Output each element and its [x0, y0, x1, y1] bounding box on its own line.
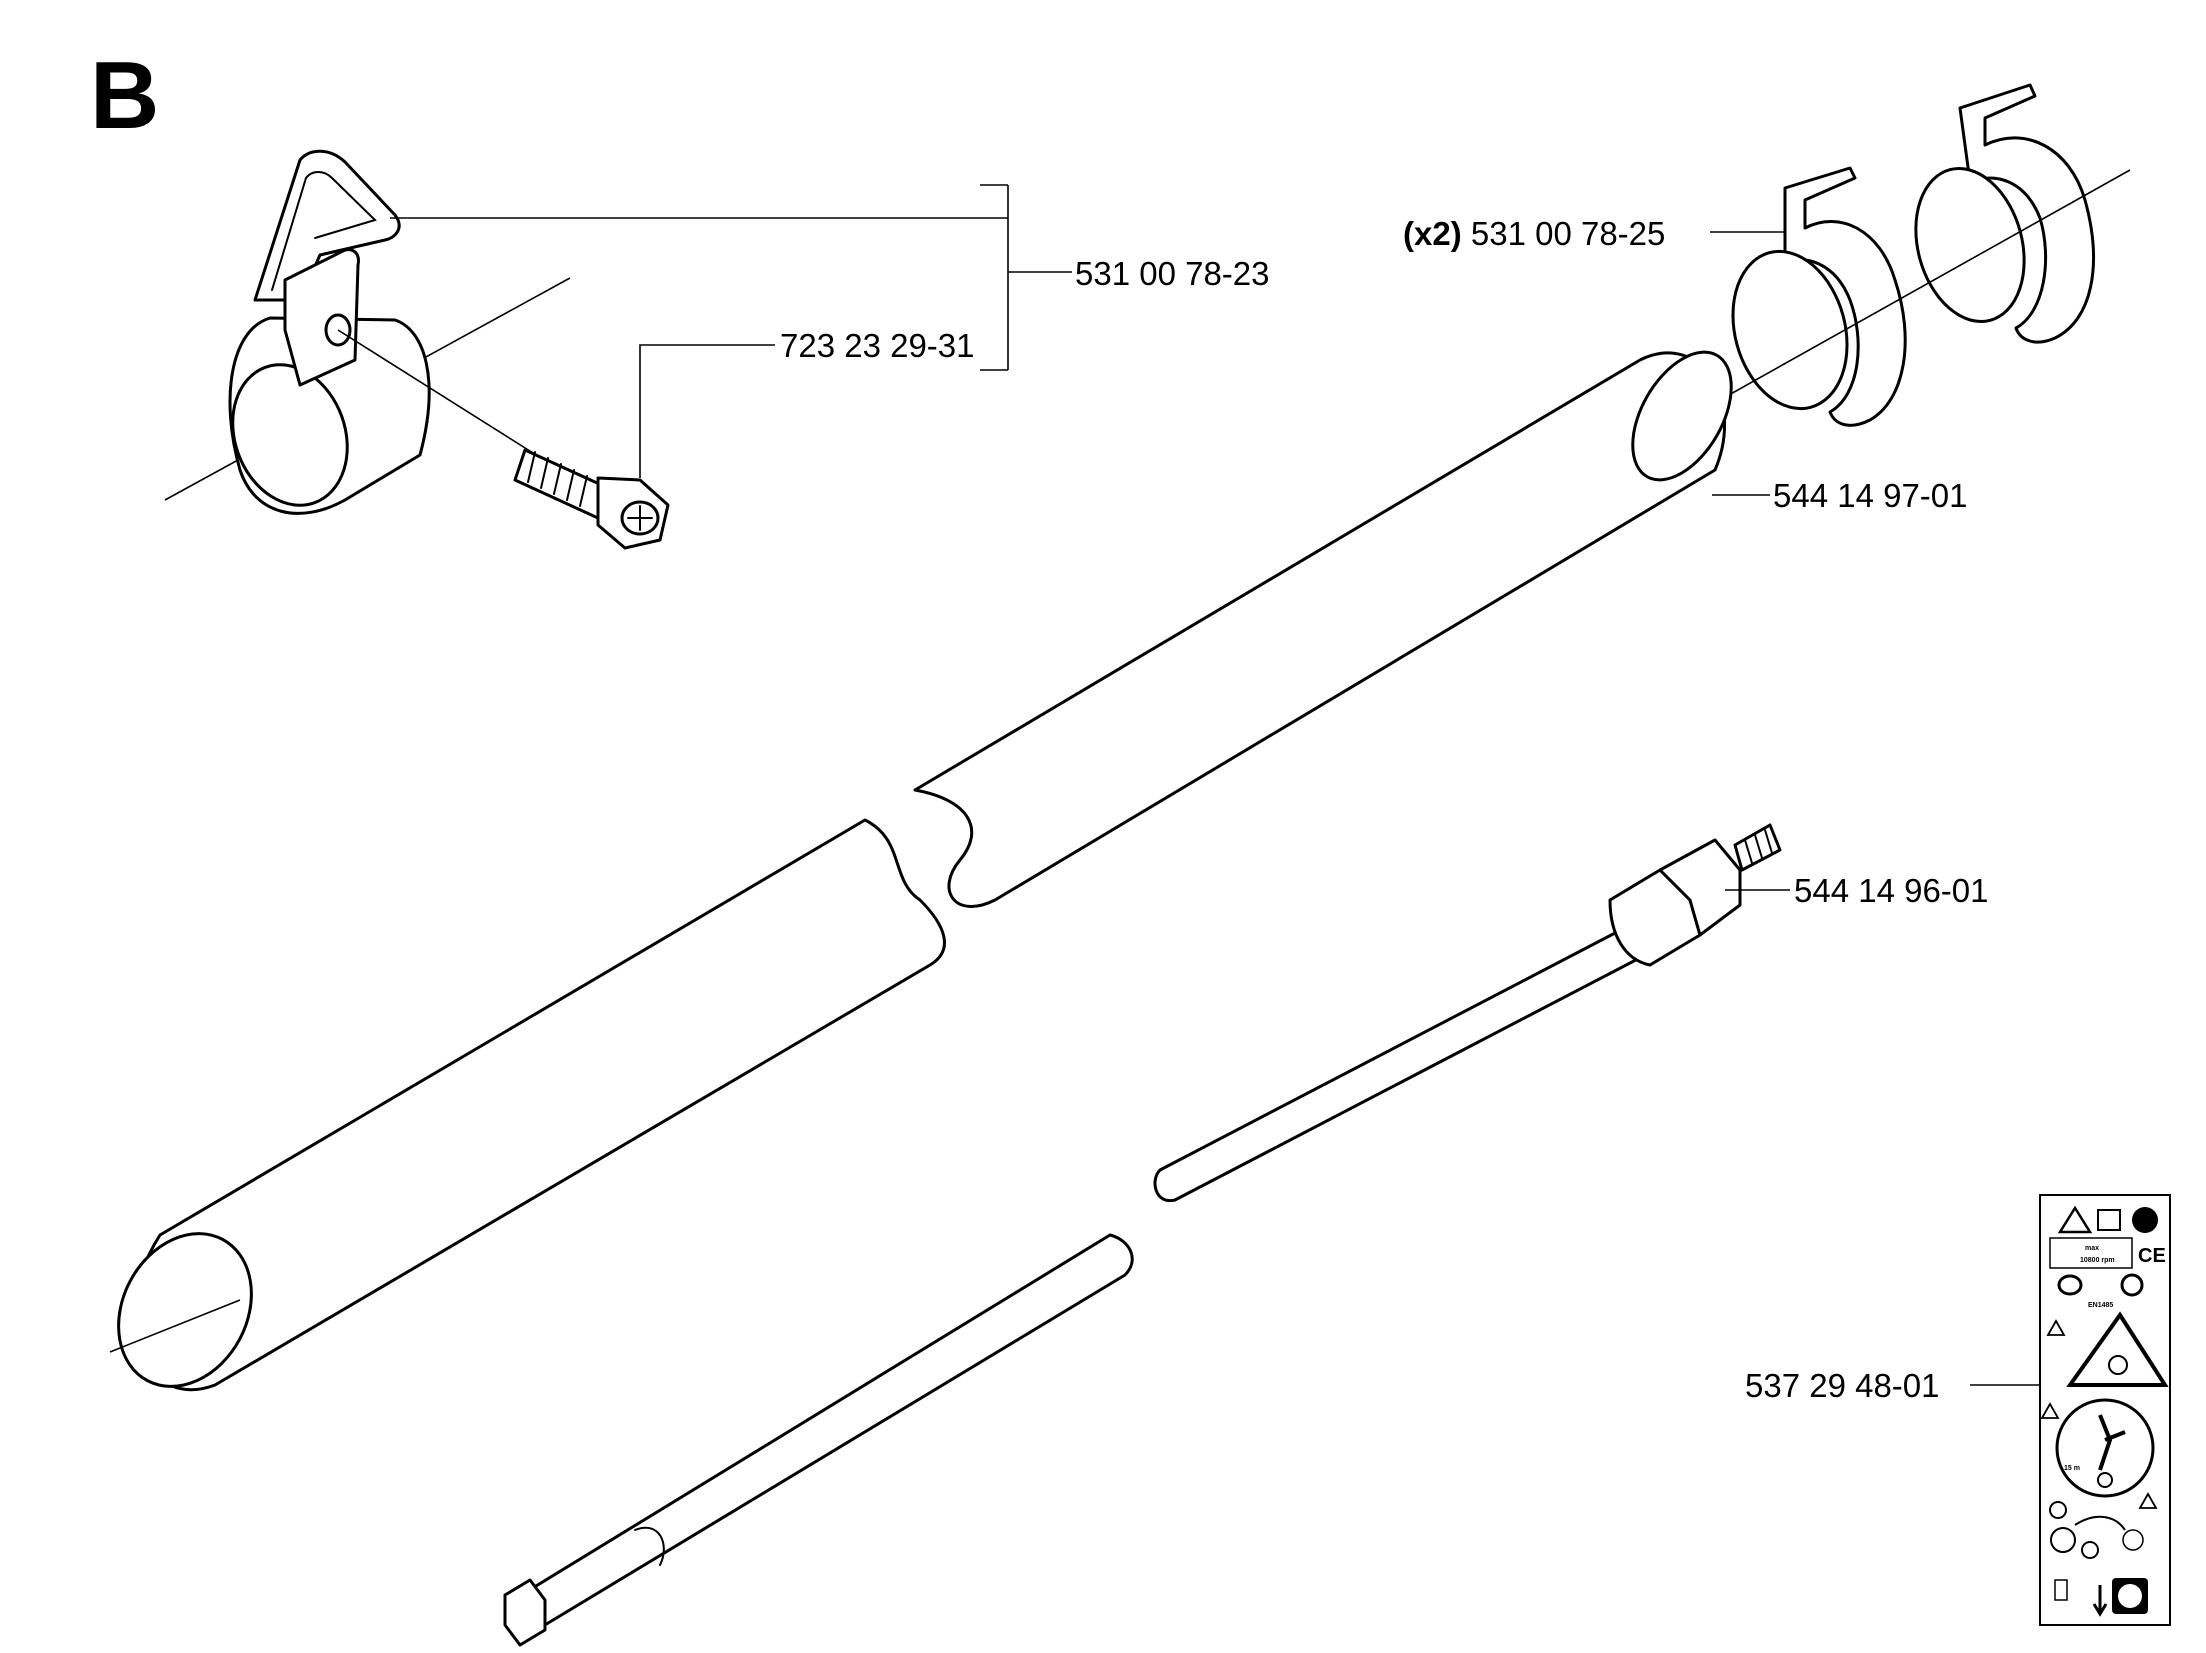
down-arrow-icon: [2092, 1585, 2108, 1617]
label-clamp-hanger: 531 00 78-23: [1075, 255, 1270, 292]
clamp-ear: [283, 248, 360, 387]
no-bystander-icon: [2097, 1472, 2113, 1488]
leader-lines: [390, 184, 2040, 1386]
manual-book-icon: [2097, 1209, 2121, 1231]
shaft-thread-tip: [1733, 823, 1782, 872]
shaft-taper-mark: [634, 1526, 665, 1566]
screw-thread-lines: [527, 451, 588, 507]
helmet-icon: [2132, 1207, 2158, 1233]
engine-icon: [2049, 1501, 2067, 1519]
operator-figure-icon: [2098, 1414, 2126, 1471]
decal-sheet-frame: [2039, 1194, 2171, 1626]
shaft-square-end: [503, 1578, 547, 1647]
standard-text: EN1485: [2088, 1302, 2113, 1309]
blade-spin-icon: [2122, 1529, 2144, 1551]
clip-axis-line: [1719, 169, 2131, 401]
rpm-box: [2049, 1237, 2133, 1269]
label-clips: 531 00 78-25: [1471, 215, 1666, 252]
hanger-loop-inner: [271, 171, 377, 291]
operator-small-icon: [2050, 1527, 2076, 1553]
warning-triangle-icon: [2057, 1205, 2093, 1234]
small-warning-icon-3: [2138, 1492, 2158, 1509]
small-warning-icon-2: [2040, 1402, 2060, 1419]
tube-lower-part: [109, 818, 946, 1392]
label-clips-group: (x2) 531 00 78-25: [1403, 215, 1665, 252]
clip-front: [1731, 166, 1907, 427]
rpm-text: 10800 rpm: [2080, 1257, 2115, 1264]
tube-axis-line: [109, 1299, 241, 1353]
blade-icon: [2108, 1355, 2128, 1375]
clip-back-body: [1958, 83, 2095, 344]
clip-back: [1914, 83, 2095, 344]
shaft-upper-rod: [1153, 918, 1657, 1203]
no-hands-icon: [2081, 1541, 2099, 1559]
hanger-loop: [253, 149, 401, 302]
clip-front-body: [1783, 166, 1907, 427]
gs-mark-icon: [2120, 1273, 2144, 1297]
thrown-objects-warning-icon: [2066, 1311, 2169, 1387]
clamp-hanger-part: [164, 149, 571, 515]
tube-upper-part: [913, 350, 1733, 908]
screw-cross-slot: [627, 505, 653, 531]
label-tube: 544 14 97-01: [1773, 477, 1968, 514]
gloves-icon: [2054, 1579, 2068, 1601]
distance-text: 15 m: [2064, 1465, 2080, 1472]
clamp-band-opening: [231, 363, 349, 507]
screw-axis-line: [337, 329, 561, 471]
label-decal: 537 29 48-01: [1745, 1367, 1940, 1404]
label-drive-shaft: 544 14 96-01: [1794, 872, 1989, 909]
small-warning-icon: [2046, 1319, 2066, 1336]
label-clips-qty: (x2): [1403, 215, 1462, 252]
shaft-bearing: [1658, 838, 1742, 937]
tube-lower-body: [131, 818, 946, 1392]
drive-shaft-part: [503, 823, 1782, 1647]
shaft-thread-lines: [1744, 829, 1773, 864]
clip-front-ring: [1731, 249, 1849, 411]
tube-lower-opening: [117, 1232, 253, 1388]
shaft-lower-rod: [503, 1233, 1134, 1642]
section-letter: B: [90, 42, 159, 149]
screw-thread: [513, 448, 610, 520]
label-screw: 723 23 29-31: [780, 327, 975, 364]
decal-sheet-part: max 10800 rpm CE EN1485 15 m: [2039, 1194, 2171, 1626]
cert-mark-icon: [2057, 1274, 2083, 1296]
leader-723-23-29-31: [639, 344, 775, 478]
ce-mark: CE: [2138, 1245, 2166, 1267]
max-text: max: [2085, 1245, 2099, 1252]
screw-part: [513, 448, 670, 550]
tube-upper-end: [1631, 350, 1733, 482]
boots-icon-inner: [2118, 1584, 2142, 1608]
rotation-arrow-icon: [2074, 1515, 2126, 1531]
safety-distance-icon: [2055, 1398, 2155, 1498]
tube-upper-body: [913, 351, 1726, 908]
